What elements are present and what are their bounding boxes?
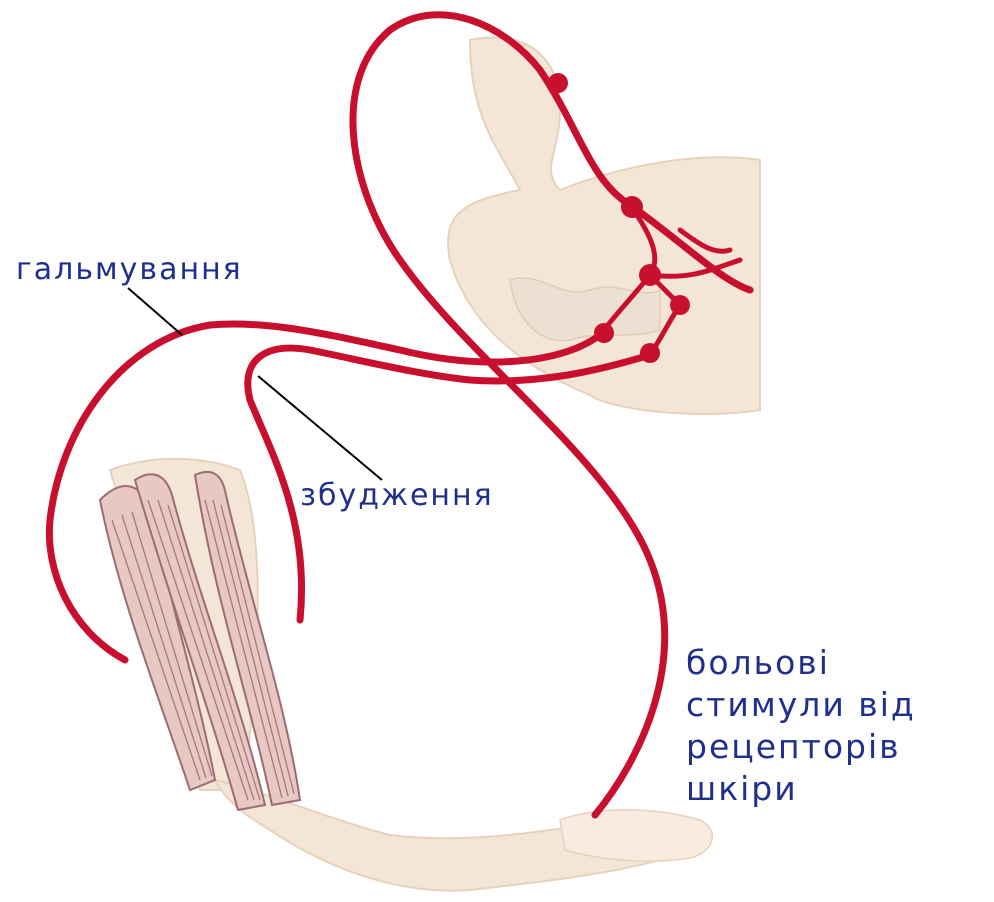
inhibition-pointer [128,288,182,335]
pain-stimuli-line-1: больові [686,642,916,684]
pain-stimuli-line-2: стимули від [686,684,916,726]
neuron-3 [670,295,690,315]
hand [560,810,712,861]
neuron-5 [640,343,660,363]
pain-stimuli-label: больові стимули від рецепторів шкіри [686,642,916,810]
spinal-column-upper [448,38,760,414]
pain-stimuli-line-3: рецепторів [686,726,916,768]
ganglion-neuron [548,73,568,93]
pain-stimuli-line-4: шкіри [686,768,916,810]
label-pointers [128,288,382,480]
nerve-pathways [49,15,750,815]
neuron-1 [621,196,643,218]
inhibition-label: гальмування [16,252,243,288]
neuron-4 [594,323,614,343]
spinal-cord-section [448,38,760,414]
excitation-label: збудження [300,478,494,514]
neuron-2 [639,264,661,286]
